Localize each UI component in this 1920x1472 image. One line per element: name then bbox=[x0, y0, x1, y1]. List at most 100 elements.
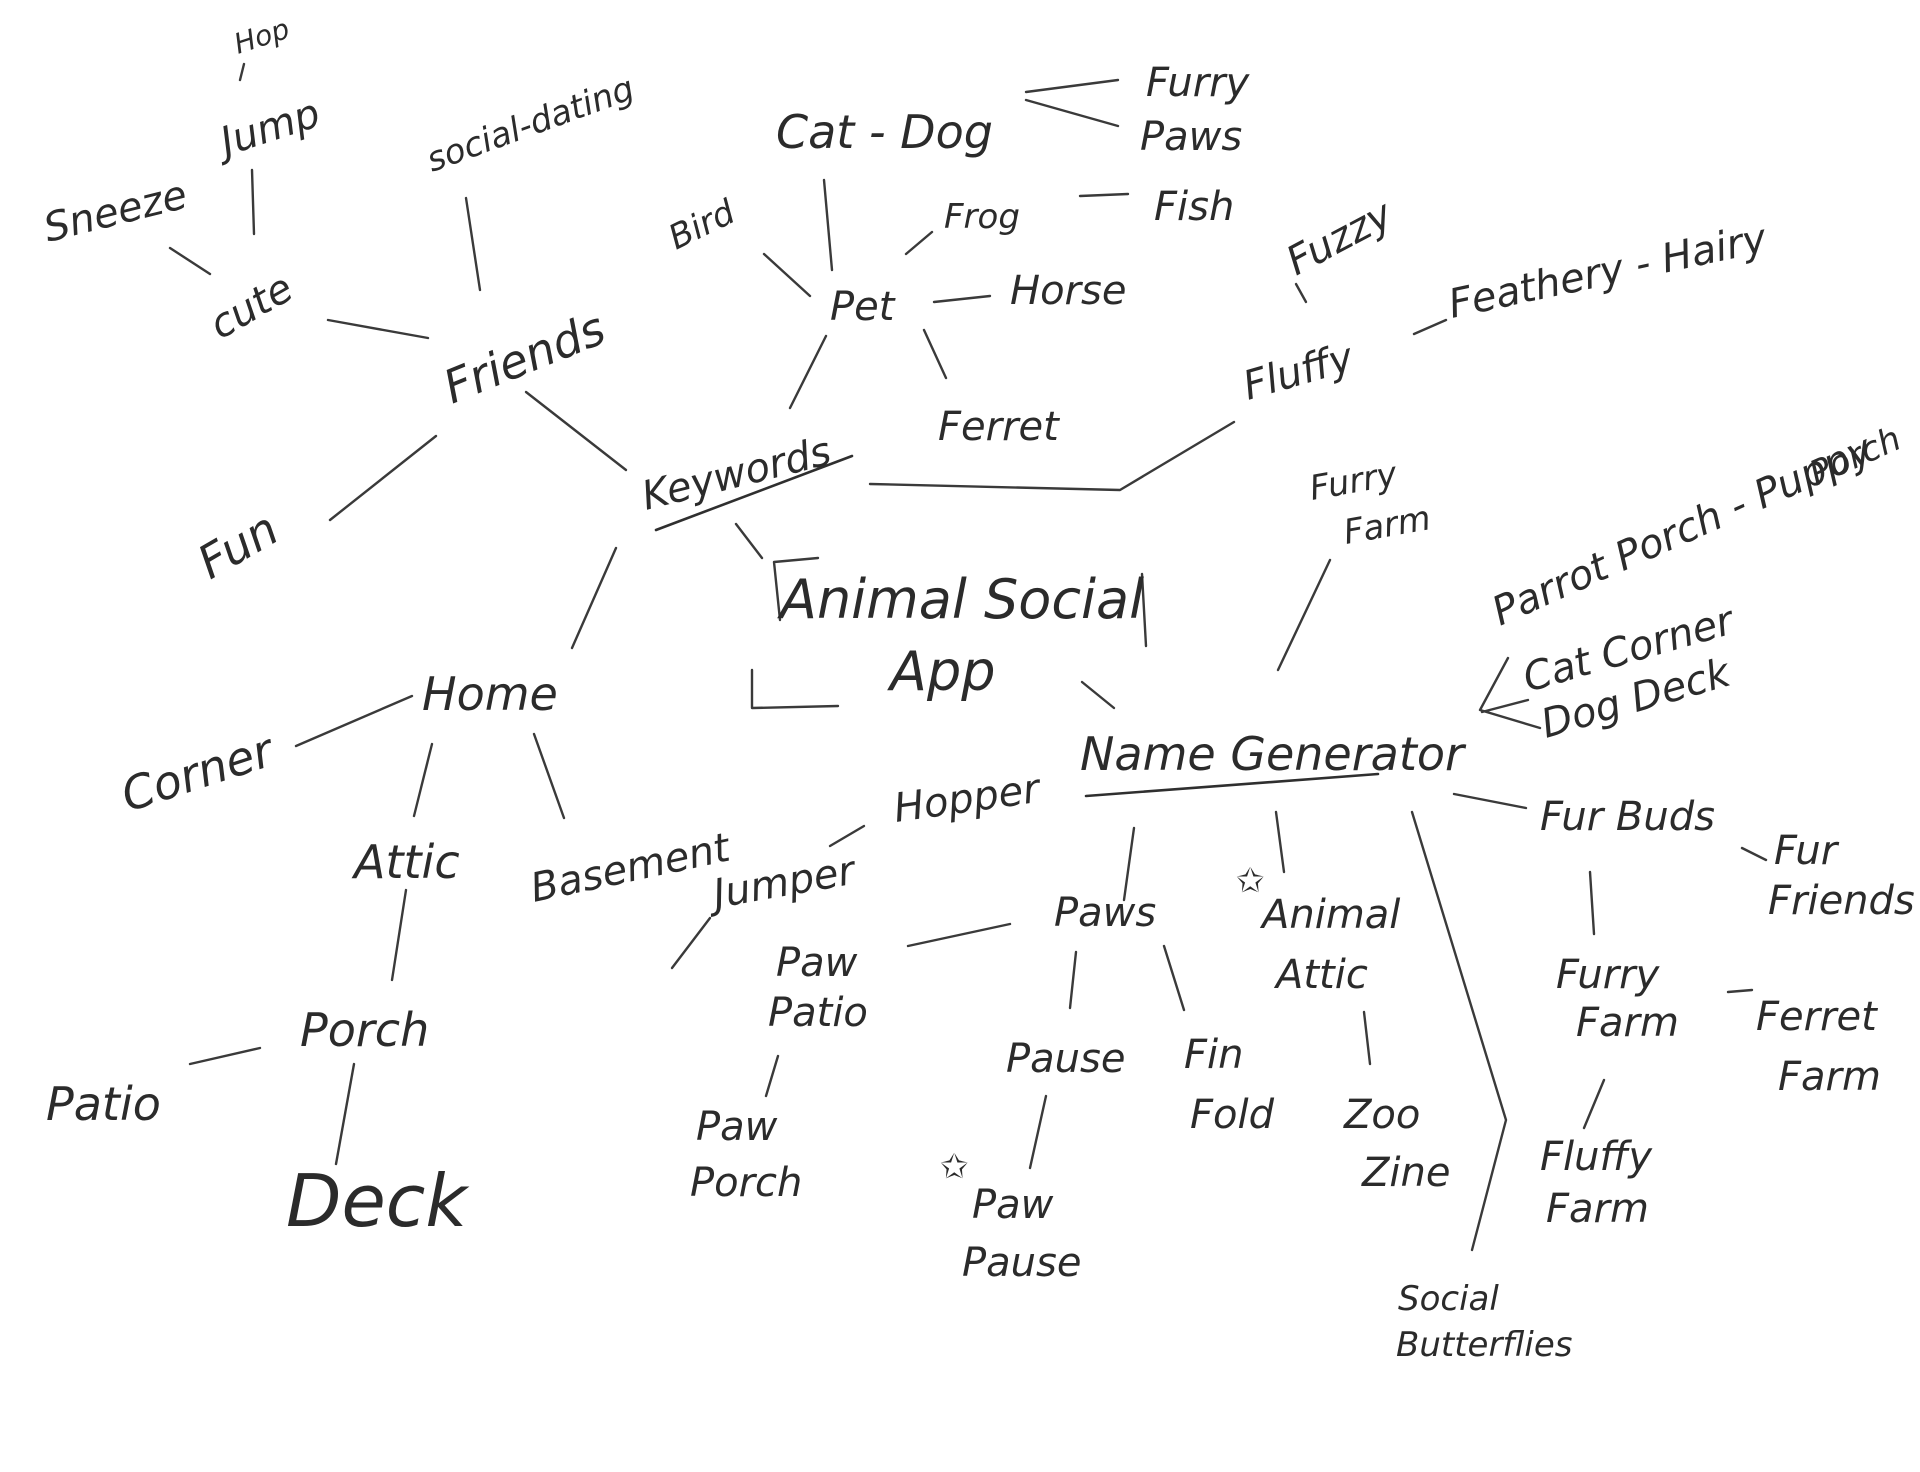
keywords-node: Keywords bbox=[637, 428, 835, 519]
name-generator-node: Name Generator bbox=[1080, 727, 1467, 781]
social-dating-node: social-dating bbox=[421, 68, 639, 180]
line-bird-pet bbox=[762, 252, 812, 298]
fin-fold-line2: Fold bbox=[1190, 1092, 1275, 1138]
line-dog-furry bbox=[1024, 78, 1120, 94]
jump-node: Jump bbox=[208, 90, 325, 167]
hop-node: Hop bbox=[230, 12, 293, 61]
line-paws-pause bbox=[1068, 950, 1078, 1010]
line-pet-horse bbox=[932, 294, 992, 304]
line-center-namegen bbox=[1080, 680, 1116, 710]
line-fun-friends bbox=[328, 434, 438, 522]
line-catdog-pet bbox=[822, 178, 834, 272]
patio-node: Patio bbox=[46, 1077, 161, 1131]
furry-farm-line1: Furry bbox=[1556, 952, 1661, 998]
zoo-zine-line2: Zine bbox=[1361, 1150, 1450, 1196]
animal-attic-line2: Attic bbox=[1273, 952, 1368, 998]
star-icon: ✩ bbox=[940, 1147, 969, 1187]
line-furbuds-furfriends bbox=[1740, 846, 1768, 862]
line-jumper-paws bbox=[670, 916, 712, 970]
fuzzy-node: Fuzzy bbox=[1279, 191, 1401, 285]
paw-porch-line1: Paw bbox=[696, 1104, 778, 1150]
line-namegen-furryfarm bbox=[1276, 558, 1332, 672]
furry-farm-top-line2: Farm bbox=[1341, 498, 1434, 553]
line-pause-pawpause bbox=[1028, 1094, 1048, 1170]
fluffy-farm-line1: Fluffy bbox=[1540, 1134, 1653, 1180]
line-dog-paws bbox=[1024, 98, 1120, 128]
furry-paws-line1: Furry bbox=[1146, 60, 1251, 106]
furry-farm-line2: Farm bbox=[1576, 1000, 1679, 1046]
paws-node: Paws bbox=[1054, 890, 1156, 936]
fish-node: Fish bbox=[1154, 184, 1234, 230]
fluffy-farm-line2: Farm bbox=[1546, 1186, 1649, 1232]
cute-node: cute bbox=[202, 265, 301, 349]
attic-node: Attic bbox=[351, 835, 460, 889]
line-namegen-arrow bbox=[1478, 656, 1542, 730]
center-title-line1: Animal Social bbox=[777, 568, 1144, 631]
fun-node: Fun bbox=[189, 501, 288, 589]
basement-node: Basement bbox=[527, 825, 735, 912]
line-frog-pet bbox=[904, 230, 934, 256]
paw-porch-line2: Porch bbox=[690, 1160, 802, 1206]
line-sneeze-cute bbox=[168, 246, 212, 276]
line-furbuds-furryfarm bbox=[1588, 870, 1596, 936]
sneeze-node: Sneeze bbox=[39, 172, 191, 252]
ferret-node: Ferret bbox=[938, 404, 1060, 450]
pet-node: Pet bbox=[830, 284, 896, 330]
line-pet-keywords bbox=[788, 334, 828, 410]
keywords-underline bbox=[654, 454, 854, 532]
center-bracket-left bbox=[772, 556, 820, 622]
paw-pause-line1: Paw bbox=[972, 1182, 1054, 1228]
home-node: Home bbox=[422, 667, 558, 721]
line-home-attic bbox=[412, 742, 434, 818]
line-keywords-home bbox=[570, 546, 618, 650]
friends-node: Friends bbox=[436, 301, 613, 414]
line-keywords-center bbox=[734, 522, 764, 560]
ferret-farm-line1: Ferret bbox=[1756, 994, 1878, 1040]
deck-node: Deck bbox=[286, 1159, 470, 1243]
line-paws-finfold bbox=[1162, 944, 1186, 1012]
line-namegen-furbuds bbox=[1452, 792, 1528, 810]
center-bracket-right bbox=[1140, 572, 1148, 648]
line-fluffy-fuzzy bbox=[1294, 282, 1308, 304]
fin-fold-line1: Fin bbox=[1184, 1032, 1243, 1078]
frog-node: Frog bbox=[944, 197, 1020, 237]
center-title-line2: App bbox=[887, 640, 996, 703]
furry-farm-top-line1: Furry bbox=[1307, 454, 1401, 509]
line-furryfarm-fluffyfarm bbox=[1582, 1078, 1606, 1130]
paw-patio-line2: Patio bbox=[768, 990, 868, 1036]
nodes: Animal Social App Keywords Name Generato… bbox=[39, 12, 1914, 1365]
pause-node: Pause bbox=[1006, 1036, 1125, 1082]
zoo-zine-line1: Zoo bbox=[1343, 1092, 1420, 1138]
fur-friends-line2: Friends bbox=[1768, 878, 1915, 924]
line-frog-fish bbox=[1078, 192, 1130, 198]
line-hop-jump bbox=[238, 62, 246, 82]
line-keywords-fluffy bbox=[868, 420, 1236, 492]
paw-patio-line1: Paw bbox=[776, 940, 858, 986]
fur-friends-line1: Fur bbox=[1774, 828, 1840, 874]
line-porch-patio bbox=[188, 1046, 262, 1066]
bird-node: Bird bbox=[662, 192, 741, 258]
porch-node: Porch bbox=[300, 1003, 429, 1057]
line-attic-porch bbox=[390, 888, 408, 982]
namegen-underline bbox=[1084, 772, 1380, 798]
line-friends-keywords bbox=[524, 390, 628, 472]
line-pawpatio-pawporch bbox=[764, 1054, 780, 1098]
furry-paws-line2: Paws bbox=[1140, 114, 1242, 160]
line-animalattic-zoo bbox=[1362, 1010, 1372, 1066]
cat-dog-node: Cat - Dog bbox=[776, 105, 993, 159]
social-butterflies-line1: Social bbox=[1398, 1279, 1499, 1319]
social-butterflies-line2: Butterflies bbox=[1396, 1325, 1572, 1365]
line-furryfarm-ferretfarm bbox=[1726, 988, 1754, 994]
line-namegen-paws bbox=[1122, 826, 1136, 902]
line-paws-pawpatio bbox=[906, 922, 1012, 948]
line-pet-ferret bbox=[922, 328, 948, 380]
line-porch-deck bbox=[334, 1062, 356, 1166]
line-fluffy-feathery bbox=[1412, 318, 1448, 336]
fluffy-node: Fluffy bbox=[1238, 334, 1360, 409]
center-bracket-bottom bbox=[750, 668, 840, 710]
line-jump-cute bbox=[250, 168, 256, 236]
line-social-friends bbox=[464, 196, 482, 292]
line-home-corner bbox=[294, 694, 414, 748]
paw-pause-line2: Pause bbox=[962, 1240, 1081, 1286]
